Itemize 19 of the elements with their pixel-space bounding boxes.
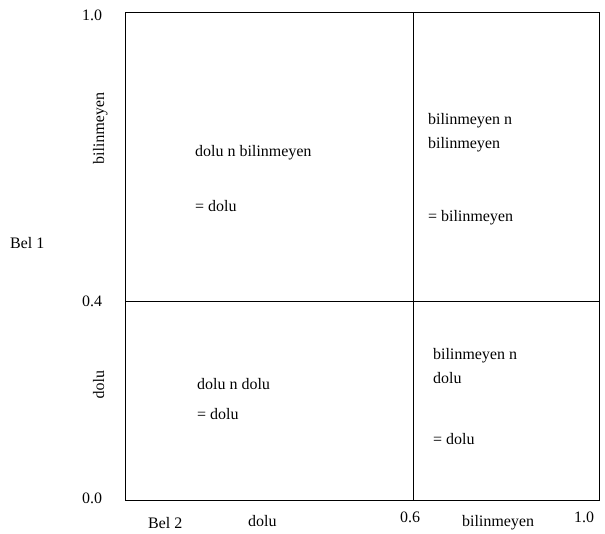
- axis-category-label: dolu: [248, 512, 276, 532]
- axis-tick-label: 1.0: [574, 508, 594, 528]
- cell-text: dolu n bilinmeyen: [195, 142, 312, 162]
- axis-tick-label: 0.6: [400, 508, 420, 528]
- axis-title: Bel 1: [10, 234, 44, 254]
- cell-text: bilinmeyen n bilinmeyen: [428, 110, 513, 154]
- axis-tick-label: 1.0: [82, 6, 102, 26]
- cell-text: dolu n dolu: [197, 375, 270, 395]
- cell-text: bilinmeyen n dolu: [433, 345, 518, 389]
- axis-tick-label: 0.0: [82, 489, 102, 509]
- axis-category-label: dolu: [90, 370, 109, 398]
- axis-tick-label: 0.4: [82, 292, 102, 312]
- cell-text: = dolu: [197, 405, 238, 425]
- cell-text: = bilinmeyen: [428, 207, 514, 227]
- cell-text: = dolu: [195, 197, 236, 217]
- axis-title: Bel 2: [148, 514, 182, 534]
- axis-category-label: bilinmeyen: [462, 512, 534, 532]
- cell-text: = dolu: [433, 430, 474, 450]
- axis-category-label: bilinmeyen: [90, 92, 109, 164]
